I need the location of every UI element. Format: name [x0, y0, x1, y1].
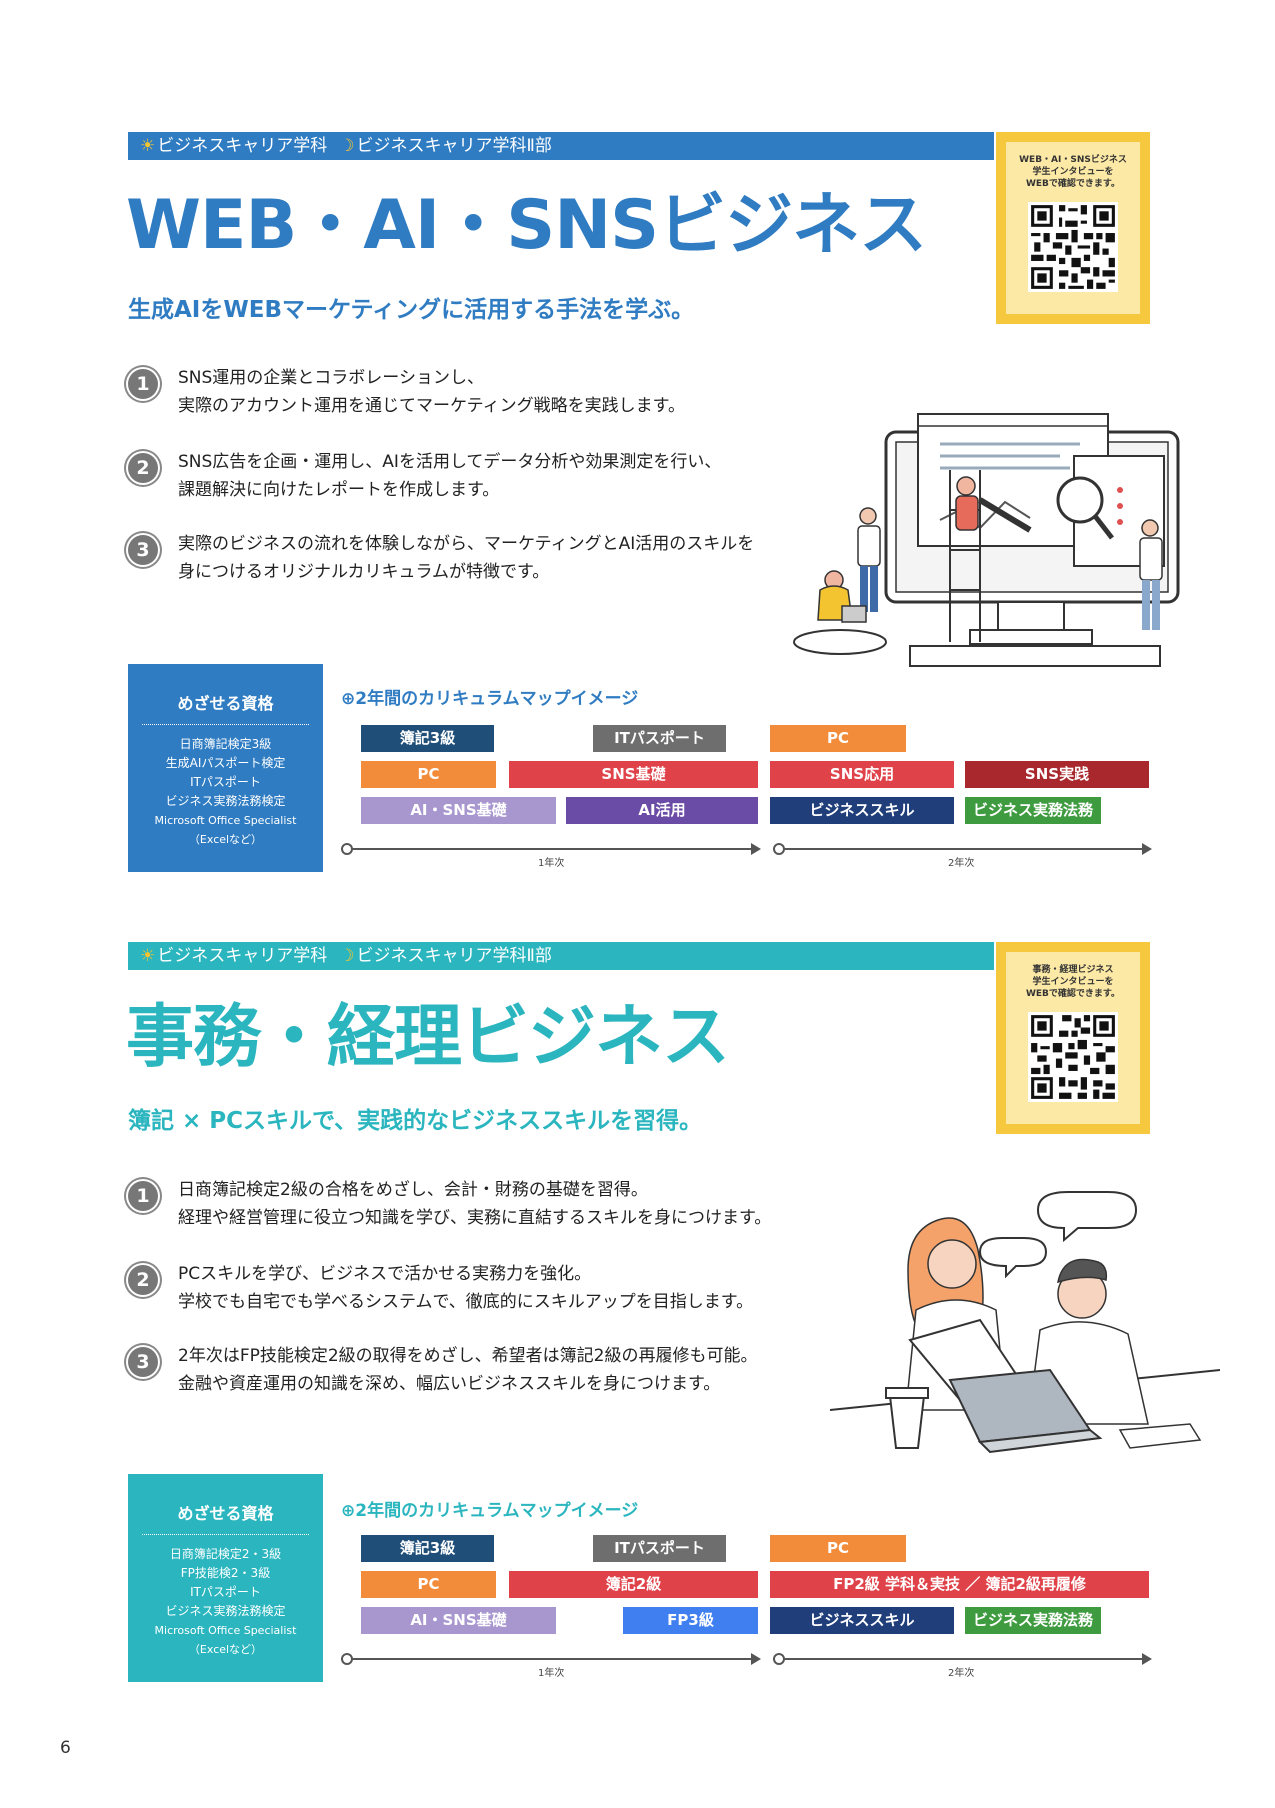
curriculum-bar: AI・SNS基礎: [361, 1607, 556, 1634]
curriculum-bar: PC: [770, 725, 906, 752]
year1-label: 1年次: [538, 1668, 565, 1679]
moon-icon: ☽: [339, 946, 355, 966]
qr-code-icon[interactable]: [1028, 1012, 1118, 1102]
curriculum-bar: 簿記3級: [361, 1535, 494, 1562]
moon-icon: ☽: [339, 136, 355, 156]
year2-label: 2年次: [948, 1668, 975, 1679]
number-badge: 2: [128, 453, 158, 483]
course-section-web-ai-sns: ☀ビジネスキャリア学科 ☽ビジネスキャリア学科Ⅱ部 WEB・AI・SNSビジネス …: [0, 0, 1275, 900]
sun-icon: ☀: [140, 946, 156, 966]
year1-label: 1年次: [538, 858, 565, 869]
department-band: ☀ビジネスキャリア学科 ☽ビジネスキャリア学科Ⅱ部: [128, 942, 994, 970]
band-night-label: ビジネスキャリア学科Ⅱ部: [356, 136, 552, 156]
curriculum-bar: SNS基礎: [509, 761, 758, 788]
sun-icon: ☀: [140, 136, 156, 156]
course-section-office-accounting: ☀ビジネスキャリア学科 ☽ビジネスキャリア学科Ⅱ部 事務・経理ビジネス 簿記 × …: [0, 810, 1275, 1710]
curriculum-bar: PC: [361, 761, 496, 788]
band-day-label: ビジネスキャリア学科: [157, 946, 328, 966]
qualifications-list: 日商簿記検定2・3級 FP技能検2・3級 ITパスポート ビジネス実務法務検定 …: [154, 1547, 297, 1656]
curriculum-bar: ビジネススキル: [770, 1607, 954, 1634]
course-title: 事務・経理ビジネス: [126, 998, 730, 1077]
qr-caption: WEB・AI・SNSビジネス 学生インタビューを WEBで確認できます。: [1019, 155, 1127, 189]
qualifications-title: めざせる資格: [142, 690, 309, 725]
marketing-team-illustration: [793, 413, 1180, 667]
curriculum-map-title: ⊕2年間のカリキュラムマップイメージ: [341, 1501, 639, 1521]
curriculum-bar: FP3級: [623, 1607, 758, 1634]
number-badge: 1: [128, 369, 158, 399]
qr-panel: 事務・経理ビジネス 学生インタビューを WEBで確認できます。: [996, 942, 1150, 1134]
number-badge: 3: [128, 1347, 158, 1377]
page-number: 6: [60, 1738, 71, 1758]
year2-label: 2年次: [948, 858, 975, 869]
department-band: ☀ビジネスキャリア学科 ☽ビジネスキャリア学科Ⅱ部: [128, 132, 994, 160]
timeline-year1: [341, 1653, 761, 1665]
curriculum-bar: PC: [361, 1571, 496, 1598]
number-badge: 1: [128, 1181, 158, 1211]
qualifications-box: めざせる資格 日商簿記検定2・3級 FP技能検2・3級 ITパスポート ビジネス…: [128, 1474, 323, 1682]
timeline-year2: [773, 843, 1152, 855]
qualifications-box: めざせる資格 日商簿記検定3級 生成AIパスポート検定 ITパスポート ビジネス…: [128, 664, 323, 872]
curriculum-bar: SNS実践: [965, 761, 1149, 788]
course-title: WEB・AI・SNSビジネス: [126, 186, 927, 265]
curriculum-bar: ビジネススキル: [770, 797, 954, 824]
curriculum-bar: AI・SNS基礎: [361, 797, 556, 824]
qr-panel: WEB・AI・SNSビジネス 学生インタビューを WEBで確認できます。: [996, 132, 1150, 324]
curriculum-bar: 簿記3級: [361, 725, 494, 752]
curriculum-bar: SNS応用: [770, 761, 954, 788]
curriculum-bar: FP2級 学科＆実技 ／ 簿記2級再履修: [770, 1571, 1149, 1598]
band-day-label: ビジネスキャリア学科: [157, 136, 328, 156]
arrow-down-circle-icon: ⊕: [341, 1501, 356, 1521]
arrow-down-circle-icon: ⊕: [341, 689, 356, 709]
timeline-year2: [773, 1653, 1152, 1665]
qualifications-title: めざせる資格: [142, 1500, 309, 1535]
course-subtitle: 簿記 × PCスキルで、実践的なビジネススキルを習得。: [128, 1108, 703, 1134]
timeline-year1: [341, 843, 761, 855]
band-night-label: ビジネスキャリア学科Ⅱ部: [356, 946, 552, 966]
course-subtitle: 生成AIをWEBマーケティングに活用する手法を学ぶ。: [128, 297, 695, 323]
curriculum-bar: ITパスポート: [593, 725, 726, 752]
curriculum-bar: AI活用: [566, 797, 758, 824]
curriculum-map-title: ⊕2年間のカリキュラムマップイメージ: [341, 689, 639, 709]
number-badge: 3: [128, 535, 158, 565]
curriculum-bar: ビジネス実務法務: [965, 1607, 1101, 1634]
number-badge: 2: [128, 1265, 158, 1295]
curriculum-bar: PC: [770, 1535, 906, 1562]
curriculum-bar: ビジネス実務法務: [965, 797, 1101, 824]
office-workers-illustration: [829, 1191, 1220, 1454]
qr-caption: 事務・経理ビジネス 学生インタビューを WEBで確認できます。: [1025, 965, 1121, 999]
curriculum-bar: ITパスポート: [593, 1535, 726, 1562]
curriculum-bar: 簿記2級: [509, 1571, 758, 1598]
qr-code-icon[interactable]: [1028, 202, 1118, 292]
qualifications-list: 日商簿記検定3級 生成AIパスポート検定 ITパスポート ビジネス実務法務検定 …: [154, 737, 297, 846]
